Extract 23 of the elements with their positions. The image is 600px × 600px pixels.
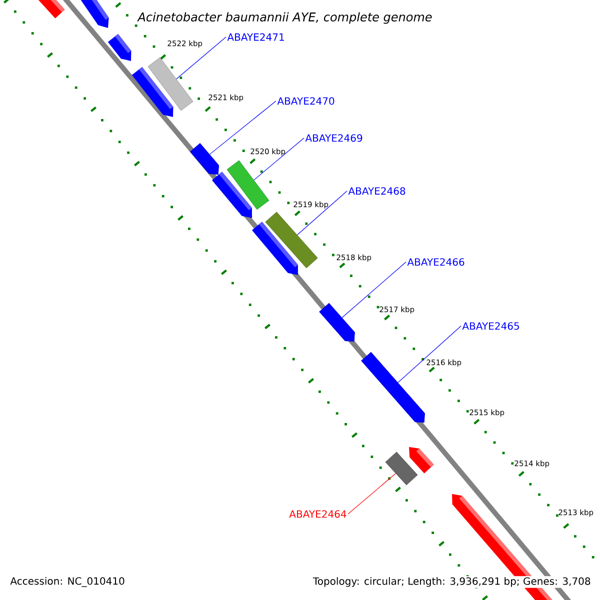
gene-label: ABAYE2471 (227, 33, 284, 41)
gene-feature (190, 143, 220, 175)
leader-line (398, 326, 462, 383)
leader-line (254, 138, 304, 180)
footer-text: Topology: circular; Length: 3,936,291 bp; Genes: 3,708 (312, 576, 592, 588)
gene-label: ABAYE2464 (289, 510, 346, 518)
gene-bar (226, 160, 270, 210)
gene-bar (265, 212, 318, 268)
leader-line (296, 190, 348, 236)
footer-text: Accession: NC_010410 (9, 576, 126, 588)
gene-feature (319, 302, 355, 342)
gene-label: ABAYE2469 (305, 134, 362, 142)
gene-bar (148, 57, 194, 111)
gene-label: ABAYE2468 (348, 187, 406, 195)
gene-label: ABAYE2470 (277, 97, 334, 105)
leader-line (342, 262, 406, 318)
gene-label: ABAYE2466 (407, 258, 464, 266)
leader-line (348, 473, 396, 514)
leader-line (209, 100, 276, 155)
gene-label: ABAYE2465 (462, 322, 519, 330)
gene-feature (361, 352, 425, 423)
title: Acinetobacter baumannii AYE, complete genome (137, 12, 432, 24)
gene-bar (385, 452, 418, 486)
